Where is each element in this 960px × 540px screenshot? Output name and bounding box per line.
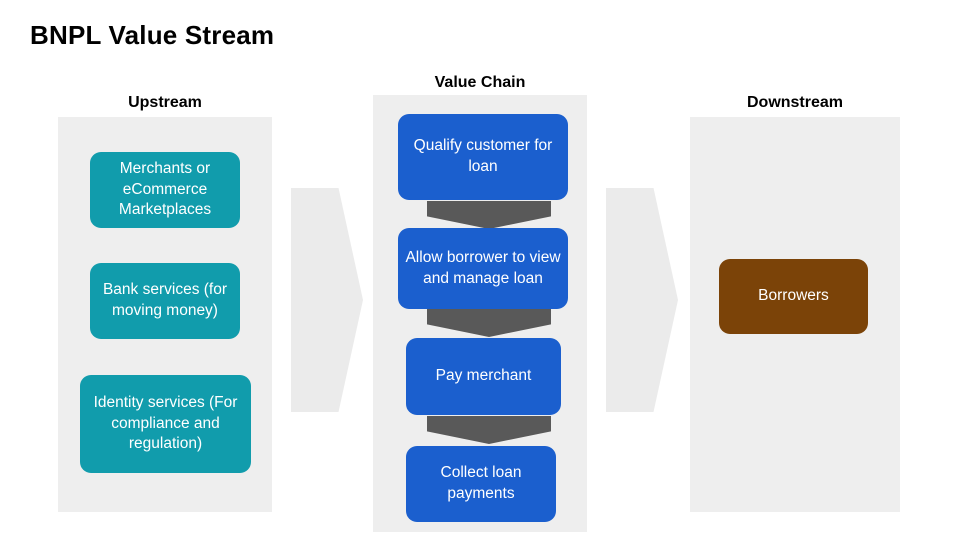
flow-chevron-chain-to-downstream bbox=[606, 188, 678, 412]
node-downstream-borrowers[interactable]: Borrowers bbox=[719, 259, 868, 334]
node-chain-pay-merchant[interactable]: Pay merchant bbox=[406, 338, 561, 415]
node-chain-allow-borrower-view-manage[interactable]: Allow borrower to view and manage loan bbox=[398, 228, 568, 309]
column-header-value-chain: Value Chain bbox=[434, 74, 526, 91]
page-title: BNPL Value Stream bbox=[30, 20, 275, 50]
node-chain-collect-loan-payments[interactable]: Collect loan payments bbox=[406, 446, 556, 522]
node-upstream-identity-services[interactable]: Identity services (For compliance and re… bbox=[80, 375, 251, 473]
column-header-upstream: Upstream bbox=[128, 94, 202, 111]
column-header-downstream: Downstream bbox=[746, 94, 844, 111]
node-chain-qualify-customer[interactable]: Qualify customer for loan bbox=[398, 114, 568, 200]
flow-chevron-upstream-to-chain bbox=[291, 188, 363, 412]
node-upstream-merchants[interactable]: Merchants or eCommerce Marketplaces bbox=[90, 152, 240, 228]
node-upstream-bank-services[interactable]: Bank services (for moving money) bbox=[90, 263, 240, 339]
